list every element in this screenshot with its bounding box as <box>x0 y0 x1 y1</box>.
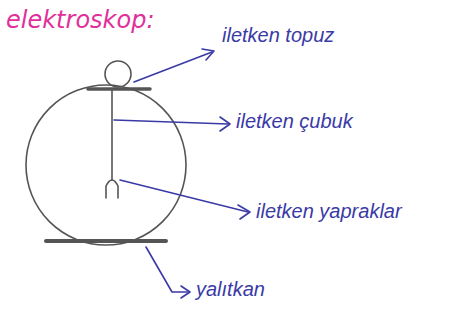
leader-arrowhead <box>238 205 250 219</box>
part-label: iletken çubuk <box>236 110 353 133</box>
leader-line <box>120 180 248 212</box>
leader-arrowhead <box>202 49 214 60</box>
leader-line <box>134 52 212 82</box>
part-label: iletken topuz <box>222 24 334 47</box>
base-plate <box>46 239 166 243</box>
leader-arrowhead <box>181 286 190 298</box>
part-label: yalıtkan <box>196 278 265 301</box>
leader-line <box>114 120 228 124</box>
part-label: iletken yapraklar <box>256 200 402 223</box>
jar-body <box>26 85 186 245</box>
top-plate <box>88 87 150 91</box>
diagram-title: elektroskop: <box>6 6 154 34</box>
rod-symbol <box>111 89 113 180</box>
leader-arrowhead <box>220 117 230 131</box>
leaves-symbol <box>106 180 118 198</box>
knob-symbol <box>105 61 131 87</box>
leader-line <box>146 247 188 292</box>
